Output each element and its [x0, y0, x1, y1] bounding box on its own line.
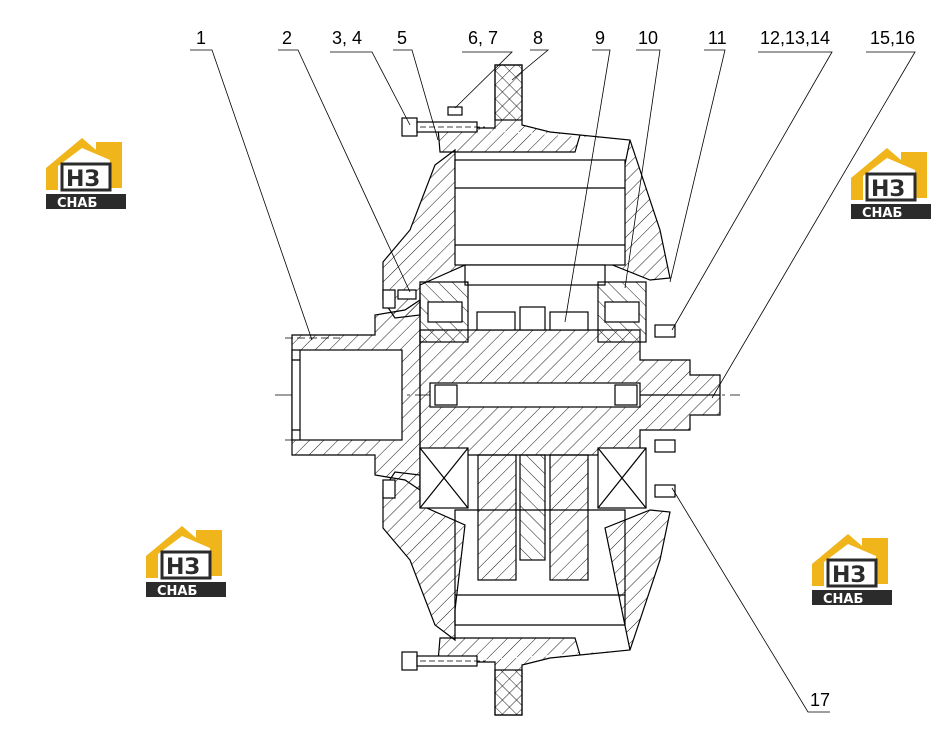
- svg-text:НЗ: НЗ: [166, 555, 200, 580]
- callout-3-4: 3, 4: [332, 28, 362, 48]
- svg-text:СНАБ: СНАБ: [57, 196, 97, 210]
- logo-bottom-right: НЗ СНАБ: [810, 528, 894, 606]
- upper-gear-cavity: [454, 159, 626, 266]
- lower-gear-3: [549, 454, 589, 581]
- lower-gear-1: [477, 454, 517, 581]
- svg-text:НЗ: НЗ: [832, 563, 866, 588]
- callout-5: 5: [397, 28, 407, 48]
- lower-gear-2: [519, 454, 546, 561]
- svg-text:СНАБ: СНАБ: [862, 206, 902, 220]
- callout-2: 2: [282, 28, 292, 48]
- callout-1: 1: [196, 28, 206, 48]
- left-housing-lower: [382, 471, 466, 642]
- bottom-bolt: [401, 651, 418, 671]
- callout-8: 8: [533, 28, 543, 48]
- callout-11: 11: [708, 28, 727, 48]
- top-bolt: [401, 117, 418, 137]
- svg-text:НЗ: НЗ: [871, 177, 905, 202]
- callout-17: 17: [810, 690, 830, 710]
- logo-top-right: НЗ СНАБ: [849, 142, 933, 220]
- callout-10: 10: [638, 28, 658, 48]
- callout-12-13-14: 12,13,14: [760, 28, 830, 48]
- callout-6-7: 6, 7: [468, 28, 498, 48]
- svg-text:СНАБ: СНАБ: [823, 592, 863, 606]
- svg-text:НЗ: НЗ: [66, 167, 100, 192]
- callout-9: 9: [595, 28, 605, 48]
- logo-top-left: НЗ СНАБ: [44, 132, 128, 210]
- logo-bottom-left: НЗ СНАБ: [144, 520, 228, 598]
- callout-15-16: 15,16: [870, 28, 915, 48]
- svg-text:СНАБ: СНАБ: [157, 584, 197, 598]
